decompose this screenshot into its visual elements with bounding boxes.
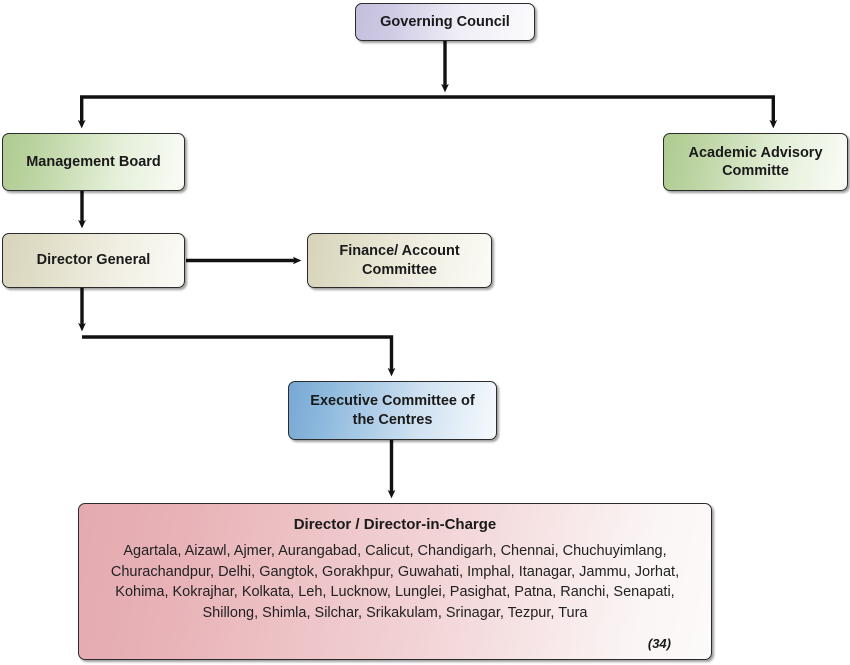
- node-executive-committee-of-the-centres[interactable]: Executive Committee of the Centres: [288, 381, 497, 440]
- node-academic-advisory-committee[interactable]: Academic Advisory Committe: [663, 133, 848, 191]
- node-management-board[interactable]: Management Board: [2, 133, 185, 191]
- node-finance-account-committee-label: Finance/ Account Committee: [339, 243, 460, 278]
- node-governing-council[interactable]: Governing Council: [355, 3, 535, 41]
- node-management-board-label: Management Board: [26, 153, 161, 170]
- node-executive-committee-label: Executive Committee of the Centres: [310, 393, 475, 428]
- node-director-general[interactable]: Director General: [2, 233, 185, 288]
- node-director-general-label: Director General: [36, 252, 151, 269]
- edge-director-general-to-executive-committee: [78, 288, 396, 377]
- node-directors-count-badge: (34): [647, 636, 671, 651]
- node-governing-council-label: Governing Council: [380, 13, 510, 30]
- node-directors-title: Director / Director-in-Charge: [293, 516, 497, 533]
- node-directors-centres-list: Agartala, Aizawl, Ajmer, Aurangabad, Cal…: [110, 543, 680, 621]
- node-directors[interactable]: Director / Director-in-Charge Agartala, …: [78, 503, 712, 660]
- node-academic-advisory-committee-label: Academic Advisory Committe: [688, 144, 823, 179]
- node-finance-account-committee[interactable]: Finance/ Account Committee: [307, 233, 492, 288]
